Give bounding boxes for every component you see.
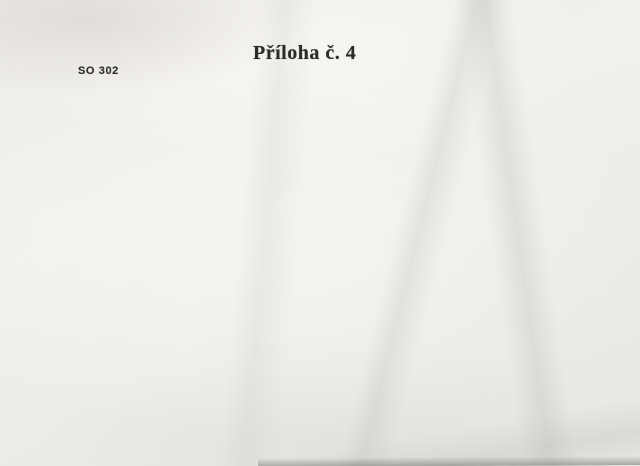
scan-edge-shadow (257, 456, 640, 466)
drawing-label: SO 302 (78, 65, 119, 77)
page-title: Příloha č. 4 (253, 42, 357, 64)
